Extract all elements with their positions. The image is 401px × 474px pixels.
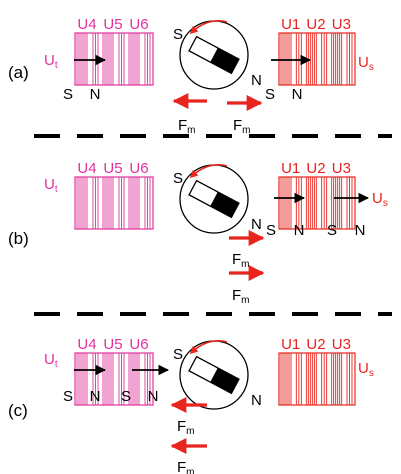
coil-label-u6: U6 (129, 160, 148, 177)
rotating-magnet: SN (173, 340, 262, 410)
pole-label-s: S (63, 388, 73, 405)
left-coil-block: U4 U5 U6 (74, 16, 154, 86)
pole-label-s: S (265, 86, 275, 103)
magnet-north-half (210, 47, 239, 74)
coil-label-u4: U4 (77, 16, 96, 33)
rotating-magnet: SN (173, 164, 262, 234)
pole-label-n: N (148, 388, 159, 405)
voltage-label-us: Us (358, 360, 374, 379)
pole-label-n: N (294, 222, 305, 239)
magnet-north-half (210, 191, 239, 218)
coil-label-u2: U2 (306, 16, 325, 33)
coil-label-u1: U1 (281, 336, 300, 353)
coil-label-u5: U5 (103, 16, 122, 33)
voltage-label-ut: Ut (44, 52, 58, 71)
pole-label-n: N (292, 86, 303, 103)
rotation-arrow (189, 20, 228, 35)
magnet-pole-s: S (173, 26, 183, 43)
right-coil-block: U1 U2 U3 (278, 336, 356, 406)
coil-label-u6: U6 (129, 16, 148, 33)
rotating-magnet: SN (173, 20, 262, 90)
force-label: Fm (177, 418, 195, 437)
pole-label-s: S (63, 86, 73, 103)
coil-label-u4: U4 (77, 336, 96, 353)
force-label: Fm (177, 459, 195, 474)
rotation-arrow (189, 340, 228, 355)
coil-label-u5: U5 (103, 336, 122, 353)
panel-dividers (34, 134, 392, 316)
pole-label-n: N (90, 86, 101, 103)
force-label: Fm (178, 117, 196, 136)
panel-label: (a) (8, 63, 29, 82)
coil-label-u1: U1 (281, 16, 300, 33)
pole-label-s: S (266, 222, 276, 239)
coil-label-u3: U3 (332, 336, 351, 353)
magnet-pole-n: N (251, 392, 262, 409)
coil-label-u3: U3 (332, 16, 351, 33)
right-coil-block: U1 U2 U3 (278, 160, 356, 230)
voltage-label-us: Us (372, 190, 388, 209)
coil-label-u2: U2 (306, 336, 325, 353)
panel-label: (c) (8, 401, 28, 420)
pole-label-n: N (90, 388, 101, 405)
coil-label-u2: U2 (306, 160, 325, 177)
force-label: Fm (232, 251, 250, 270)
pole-label-s: S (327, 222, 337, 239)
magnet-pole-s: S (173, 346, 183, 363)
left-coil-block: U4 U5 U6 (74, 160, 154, 230)
magnet-pole-s: S (173, 170, 183, 187)
panel-label: (b) (8, 229, 29, 248)
voltage-label-ut: Ut (44, 176, 58, 195)
magnet-north-half (210, 367, 239, 394)
coil-label-u5: U5 (103, 160, 122, 177)
coil-label-u3: U3 (332, 160, 351, 177)
pole-label-n: N (355, 222, 366, 239)
voltage-label-us: Us (358, 54, 374, 73)
left-coil-block: U4 U5 U6 (74, 336, 154, 406)
force-label: Fm (233, 117, 251, 136)
magnet-pole-n: N (251, 72, 262, 89)
coil-label-u4: U4 (77, 160, 96, 177)
rotation-arrow (189, 164, 228, 179)
right-coil-block: U1 U2 U3 (278, 16, 356, 86)
force-label: Fm (232, 287, 250, 306)
coil-label-u6: U6 (129, 336, 148, 353)
coil-label-u1: U1 (281, 160, 300, 177)
magnet-pole-n: N (251, 216, 262, 233)
voltage-label-ut: Ut (44, 351, 58, 370)
pole-label-s: S (121, 388, 131, 405)
